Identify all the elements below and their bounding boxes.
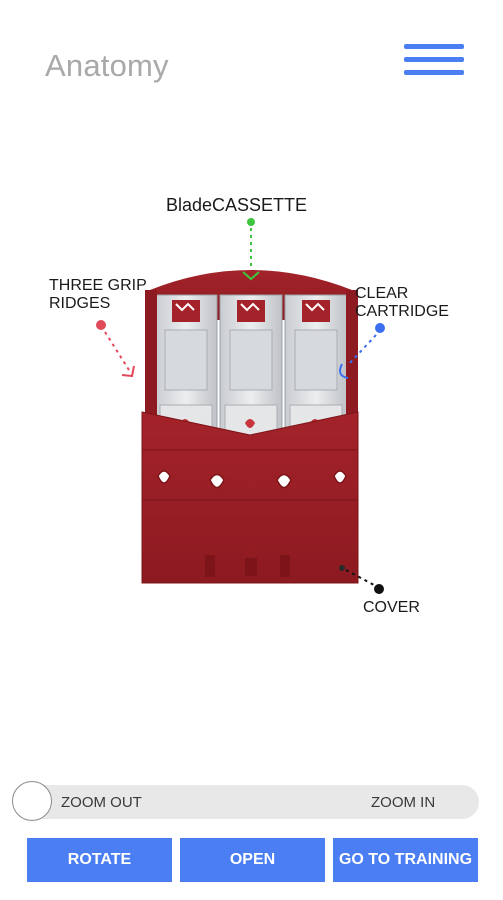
- page-title: Anatomy: [45, 48, 169, 83]
- grip-ridges-label-line2: RIDGES: [49, 295, 111, 312]
- blade-cassette-callout: [242, 218, 260, 281]
- blade-cassette-model: [96, 218, 385, 594]
- zoom-out-label: ZOOM OUT: [61, 794, 142, 811]
- clear-cartridge: [154, 294, 348, 446]
- clear-cartridge-label: CLEAR CARTRIDGE: [355, 285, 449, 321]
- zoom-slider-track[interactable]: [14, 785, 479, 819]
- grip-ridges-label-line1: THREE GRIP: [49, 277, 147, 294]
- grip-ridges-label: THREE GRIP RIDGES: [49, 277, 147, 313]
- clear-cartridge-label-line1: CLEAR: [355, 285, 409, 302]
- open-button[interactable]: OPEN: [180, 838, 325, 882]
- cover-label: COVER: [363, 599, 420, 616]
- go-to-training-button[interactable]: GO TO TRAINING: [333, 838, 478, 882]
- blade-cassette-label: BladeCASSETTE: [166, 195, 308, 215]
- menu-button[interactable]: [404, 44, 464, 88]
- grip-ridges-callout: [96, 320, 135, 378]
- rotate-button[interactable]: ROTATE: [27, 838, 172, 882]
- clear-cartridge-label-line2: CARTRIDGE: [355, 303, 449, 320]
- cover-callout: [345, 569, 384, 594]
- cassette-cover: [141, 411, 359, 584]
- zoom-slider-thumb[interactable]: [12, 781, 52, 821]
- clear-cartridge-callout: [339, 323, 385, 379]
- zoom-in-label: ZOOM IN: [371, 794, 436, 811]
- model-viewer[interactable]: BladeCASSETTE THREE GRIP RIDGES CLEAR CA…: [0, 180, 503, 640]
